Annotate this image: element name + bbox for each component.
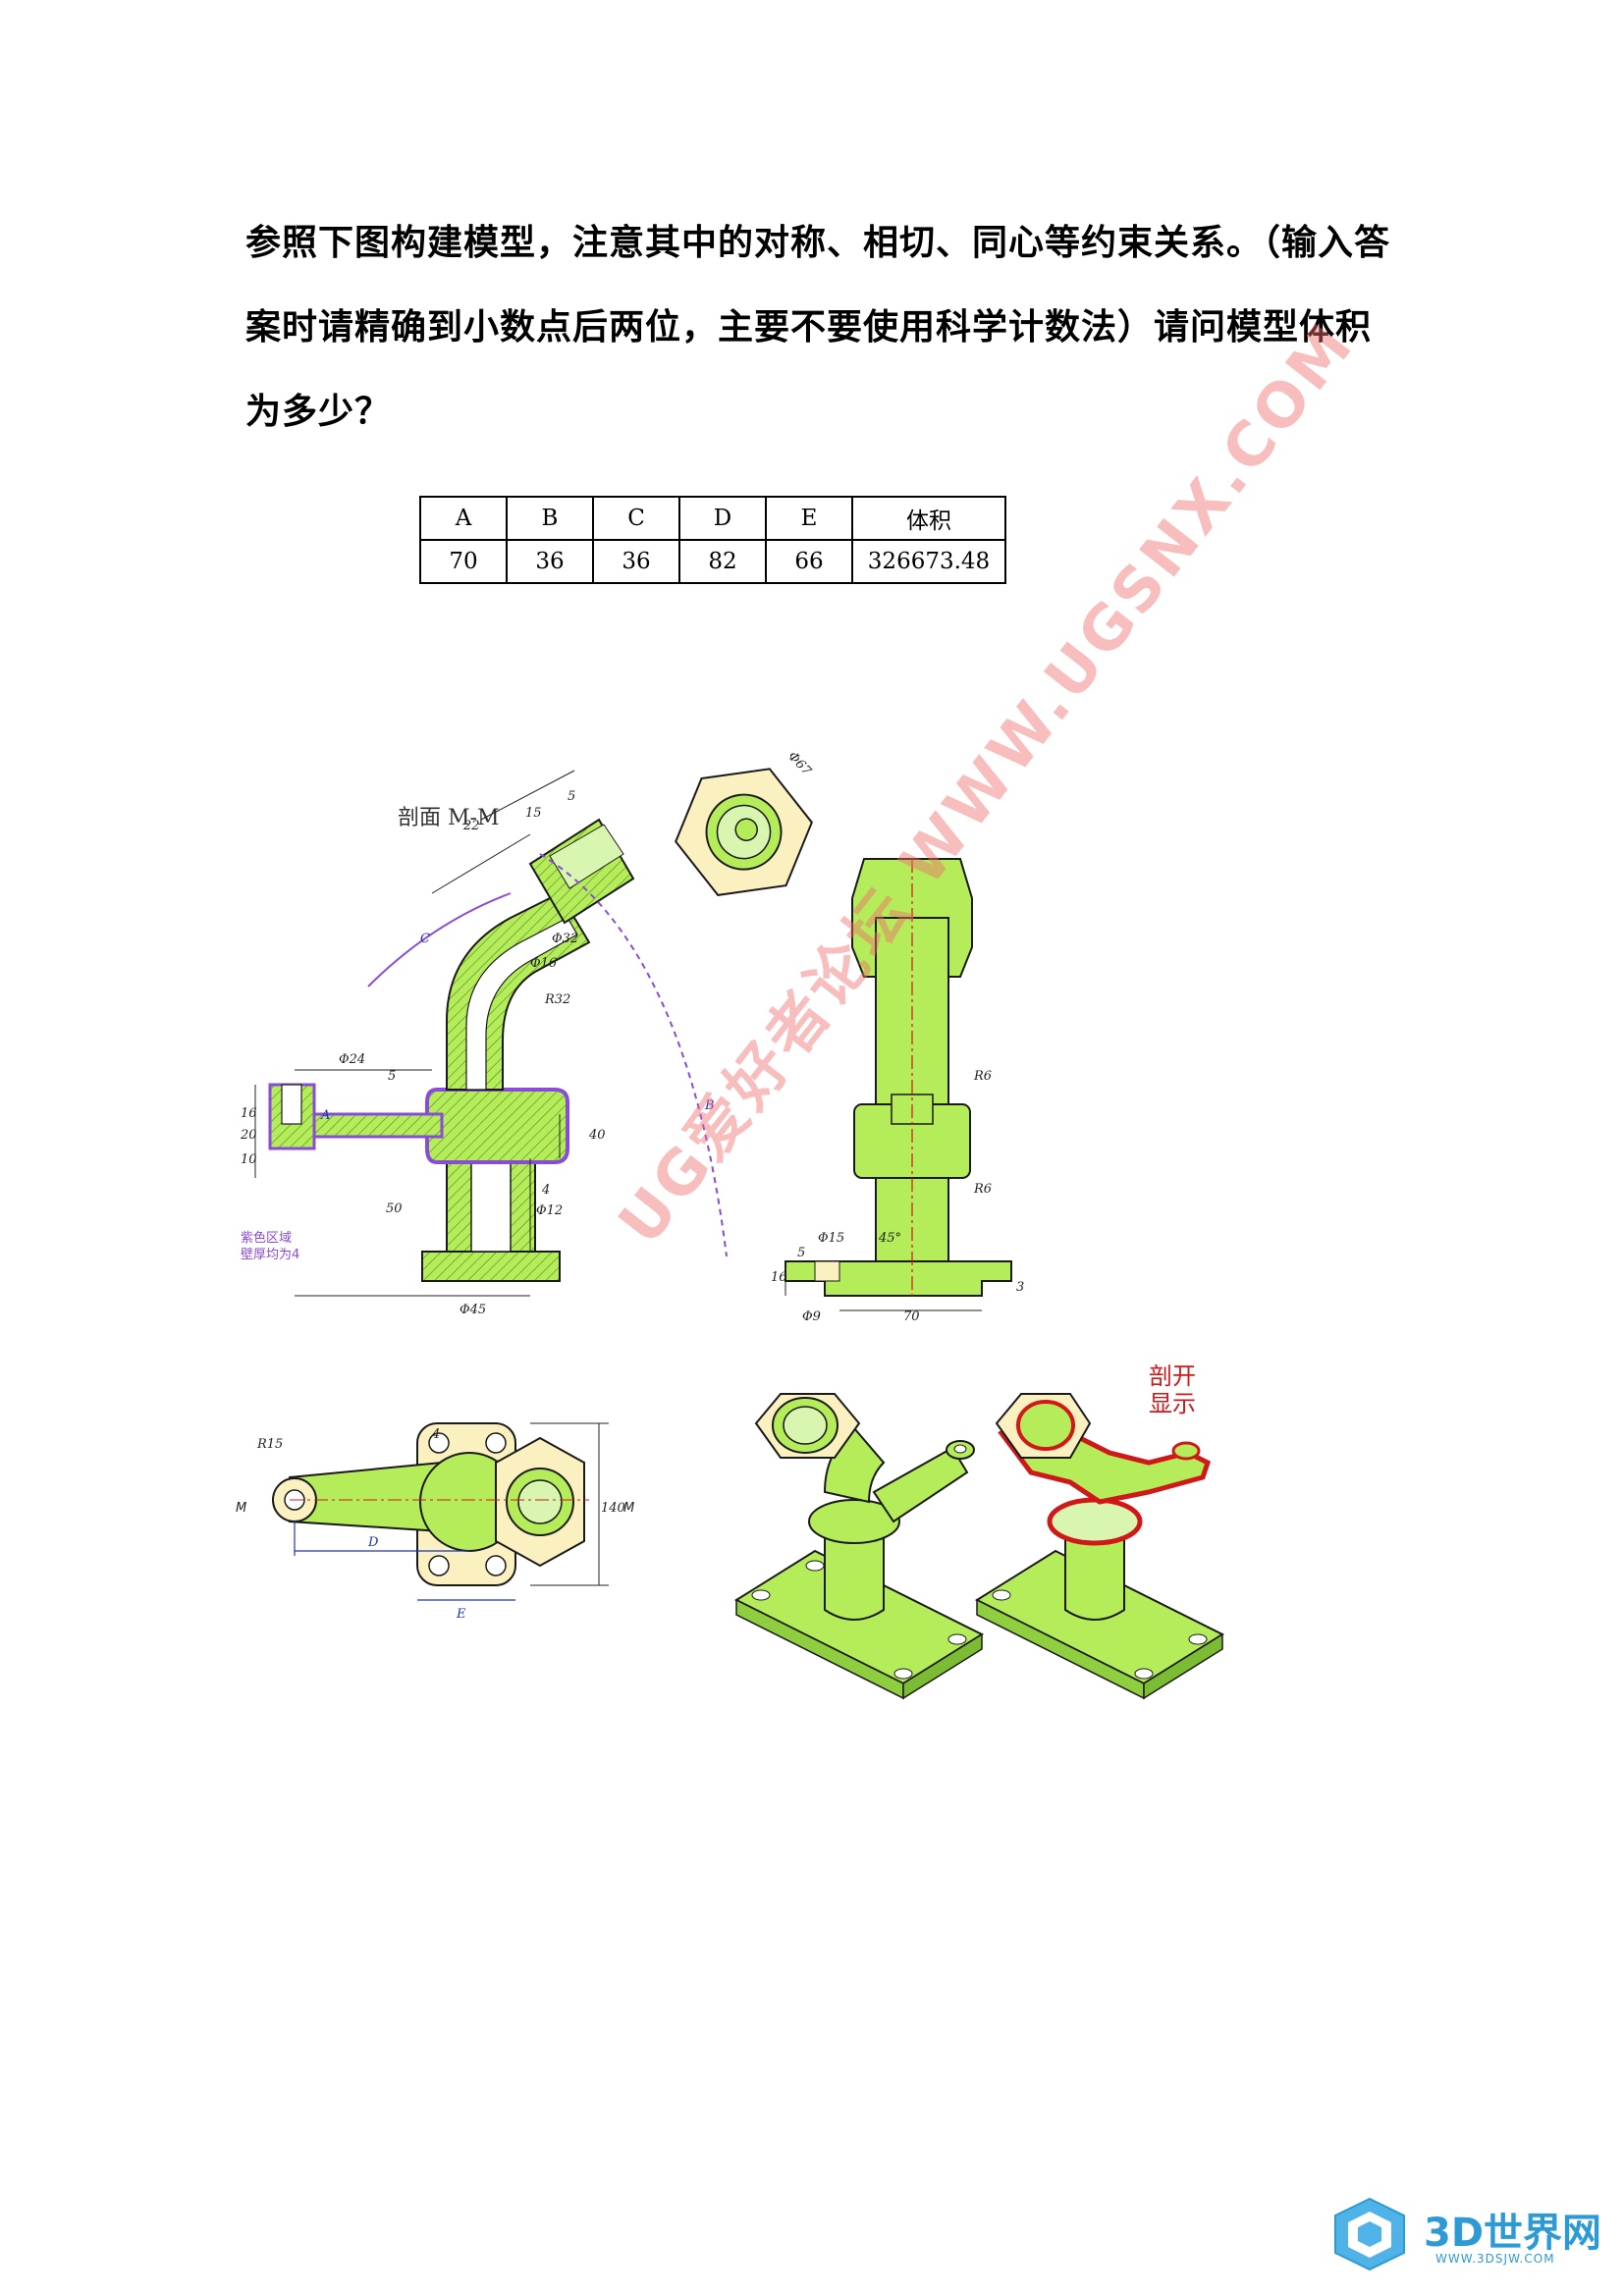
- dim-n15: 15: [525, 806, 542, 821]
- header-cell: C: [592, 496, 680, 541]
- value-cell: 70: [419, 539, 508, 584]
- section-mark-m1: M: [236, 1501, 246, 1516]
- section-title: 剖面 M-M: [398, 806, 499, 830]
- dim-E: E: [456, 1607, 466, 1622]
- dim-d24: Φ24: [339, 1052, 365, 1067]
- isometric-view: [733, 1393, 985, 1700]
- header-cell: D: [678, 496, 767, 541]
- dim-n140: 140: [601, 1501, 625, 1516]
- dim-deg45: 45°: [878, 1231, 901, 1246]
- dim-n16b: 16: [771, 1270, 787, 1285]
- section-view: 剖面 M-M Φ24 5: [240, 770, 728, 1317]
- front-view: R6 R6 45° Φ15 5 16 Φ9 70 3: [771, 858, 1024, 1324]
- value-cell: 82: [678, 539, 767, 584]
- dim-B: B: [704, 1098, 715, 1113]
- logo-url: WWW.3DSJW.COM: [1435, 2252, 1555, 2266]
- dim-r15: R15: [256, 1437, 283, 1452]
- header-cell: A: [419, 496, 508, 541]
- dim-n5a: 5: [388, 1069, 396, 1084]
- dim-n4: 4: [541, 1183, 550, 1198]
- dim-r6b: R6: [973, 1182, 992, 1197]
- dim-d32: Φ32: [552, 932, 578, 946]
- header-cell: B: [506, 496, 594, 541]
- purple-note-line1: 紫色区域: [241, 1230, 292, 1246]
- plan-view: R15 D E 140 4 M M: [236, 1422, 634, 1622]
- site-logo: [1334, 2197, 1405, 2271]
- engineering-drawing: 剖面 M-M Φ24 5: [236, 749, 1225, 1700]
- dim-C: C: [420, 932, 430, 946]
- dim-d67: Φ67: [784, 749, 814, 779]
- cube-icon: [1334, 2197, 1405, 2271]
- header-cell: 体积: [851, 496, 1006, 541]
- cutaway-view: 剖开 显示: [974, 1362, 1225, 1700]
- hex-top-view: Φ67: [675, 749, 814, 896]
- dim-d16: Φ16: [530, 956, 557, 971]
- dim-n10: 10: [241, 1152, 257, 1167]
- value-cell: 36: [592, 539, 680, 584]
- purple-note-line2: 壁厚均为4: [241, 1248, 299, 1262]
- dim-d12: Φ12: [536, 1203, 563, 1218]
- dim-d45: Φ45: [460, 1303, 486, 1317]
- table-value-row: 70 36 36 82 66 326673.48: [419, 539, 1006, 584]
- dim-r32: R32: [544, 992, 570, 1007]
- dim-A: A: [320, 1108, 330, 1123]
- dim-n50: 50: [386, 1201, 403, 1216]
- value-cell: 326673.48: [851, 539, 1006, 584]
- dim-r6a: R6: [973, 1069, 992, 1084]
- dim-n3: 3: [1016, 1280, 1024, 1295]
- dim-n4b: 4: [431, 1427, 440, 1442]
- question-text: 参照下图构建模型，注意其中的对称、相切、同心等约束关系。（输入答案时请精确到小数…: [245, 223, 1391, 432]
- parameter-table: A B C D E 体积 70 36 36 82 66 326673.48: [419, 496, 1006, 584]
- dim-n5c: 5: [797, 1246, 805, 1260]
- cutaway-note-line2: 显示: [1149, 1390, 1196, 1417]
- header-cell: E: [765, 496, 853, 541]
- dim-n5b: 5: [568, 789, 575, 804]
- dim-n22: 22: [462, 819, 480, 833]
- dim-d15: Φ15: [818, 1231, 844, 1246]
- cutaway-note-line1: 剖开: [1149, 1362, 1196, 1390]
- dim-n16a: 16: [241, 1106, 257, 1121]
- dim-n70: 70: [903, 1309, 920, 1324]
- section-mark-m2: M: [623, 1501, 634, 1516]
- dim-D: D: [367, 1535, 379, 1550]
- dim-n20: 20: [240, 1128, 257, 1143]
- dim-d9: Φ9: [802, 1309, 821, 1324]
- table-header-row: A B C D E 体积: [419, 496, 1006, 541]
- value-cell: 66: [765, 539, 853, 584]
- dim-n40: 40: [588, 1128, 606, 1143]
- logo-name: 3D世界网: [1424, 2211, 1602, 2256]
- value-cell: 36: [506, 539, 594, 584]
